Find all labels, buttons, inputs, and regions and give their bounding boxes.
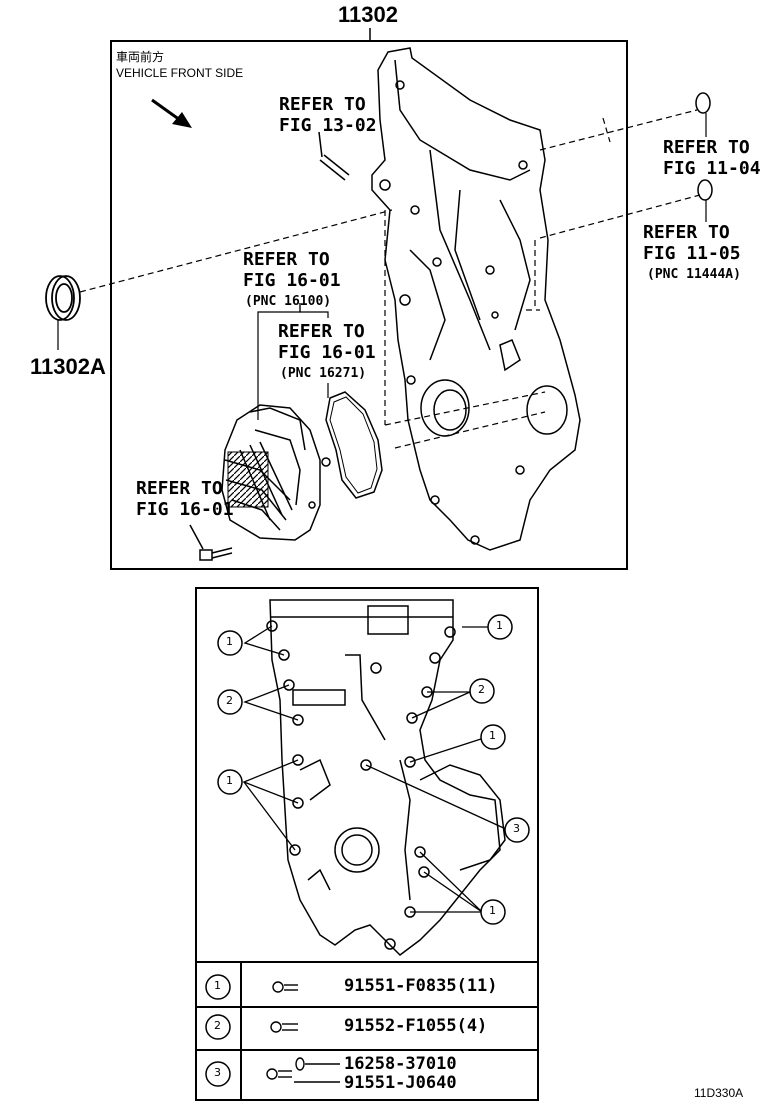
refer-fig1601c-label[interactable]: REFER TO FIG 16-01: [136, 478, 234, 520]
legend-row-2-code[interactable]: 91552-F1055(4): [344, 1016, 488, 1036]
refer-fig1105-label[interactable]: REFER TO FIG 11-05 (PNC 11444A): [643, 222, 741, 285]
refer-fig1601c-line1: REFER TO: [136, 478, 223, 499]
refer-fig13-line1: REFER TO: [279, 94, 366, 115]
refer-fig1601b-line1: REFER TO: [278, 321, 365, 342]
refer-fig1601a-line1: REFER TO: [243, 249, 330, 270]
legend-row-3-code-a[interactable]: 16258-37010: [344, 1054, 457, 1074]
front-label-japanese: 車両前方: [116, 50, 165, 64]
refer-fig1601a-pnc: (PNC 16100): [245, 294, 332, 309]
main-part-number: 11302: [338, 2, 398, 27]
front-label-english: VEHICLE FRONT SIDE: [116, 66, 244, 80]
callout-2-b[interactable]: 2: [478, 683, 485, 696]
refer-fig1601b-pnc: (PNC 16271): [280, 366, 367, 381]
seal-part-number: 11302A: [30, 354, 106, 379]
refer-fig1601a-line2: FIG 16-01: [243, 270, 341, 291]
callout-1-a[interactable]: 1: [226, 635, 233, 648]
refer-fig1104-line2: FIG 11-04: [663, 158, 760, 179]
refer-fig1601b-line2: FIG 16-01: [278, 342, 376, 363]
callout-1-c[interactable]: 1: [489, 729, 496, 742]
timing-cover-drawing: [371, 47, 581, 551]
refer-fig13-label[interactable]: REFER TO FIG 13-02: [279, 94, 377, 136]
refer-fig1104-line1: REFER TO: [663, 137, 750, 158]
refer-fig1104-label[interactable]: REFER TO FIG 11-04: [663, 137, 760, 179]
callout-3-a[interactable]: 3: [513, 822, 520, 835]
oil-seal-icon: [45, 275, 81, 321]
o-ring-lower-icon: [697, 179, 713, 201]
callout-1-b[interactable]: 1: [496, 619, 503, 632]
refer-fig13-line2: FIG 13-02: [279, 115, 377, 136]
legend-row-3-number: 3: [214, 1066, 221, 1079]
callout-2-a[interactable]: 2: [226, 694, 233, 707]
refer-fig1105-line1: REFER TO: [643, 222, 730, 243]
pump-gasket-icon: [325, 391, 383, 499]
cover-front-view-drawing: [269, 599, 506, 956]
legend-row-1-code[interactable]: 91551-F0835(11): [344, 976, 498, 996]
o-ring-upper-icon: [695, 92, 711, 114]
refer-fig1105-pnc: (PNC 11444A): [647, 267, 741, 282]
legend-row-3-code-b[interactable]: 91551-J0640: [344, 1073, 457, 1093]
pump-bolt-icon: [189, 524, 233, 561]
refer-fig1601b-label[interactable]: REFER TO FIG 16-01 (PNC 16271): [278, 321, 376, 384]
refer-fig1105-line2: FIG 11-05: [643, 243, 741, 264]
stud-bolt-icon: [318, 131, 350, 181]
legend-row-1-number: 1: [214, 979, 221, 992]
callout-1-e[interactable]: 1: [489, 904, 496, 917]
figure-code: 11D330A: [694, 1086, 744, 1100]
refer-fig1601a-label[interactable]: REFER TO FIG 16-01 (PNC 16100): [243, 249, 341, 312]
callout-1-d[interactable]: 1: [226, 774, 233, 787]
legend-row-2-number: 2: [214, 1019, 221, 1032]
refer-fig1601c-line2: FIG 16-01: [136, 499, 234, 520]
front-arrow-icon: [151, 98, 192, 128]
